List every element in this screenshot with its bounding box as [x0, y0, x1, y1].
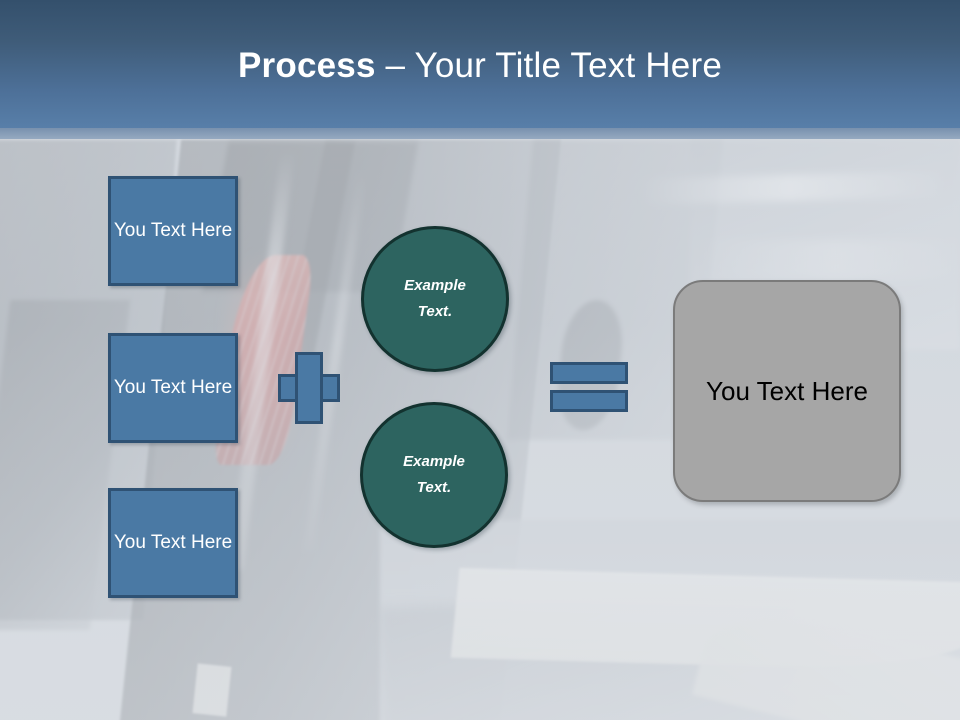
- page-title-rest: – Your Title Text Here: [375, 45, 722, 85]
- result-box[interactable]: You Text Here: [673, 280, 901, 502]
- example-circle-1-line2: Text.: [417, 303, 453, 320]
- equals-icon-top-bar: [550, 362, 628, 384]
- input-box-1-label: You Text Here: [113, 220, 233, 242]
- input-box-1[interactable]: You Text Here: [108, 176, 238, 286]
- example-circle-2[interactable]: Example Text.: [360, 402, 508, 548]
- input-box-2-label: You Text Here: [113, 377, 233, 399]
- example-circle-1[interactable]: Example Text.: [361, 226, 509, 372]
- result-box-label: You Text Here: [706, 375, 868, 406]
- page-title: Process – Your Title Text Here: [238, 46, 722, 86]
- example-circle-1-line1: Example: [404, 276, 466, 294]
- example-circle-2-line2: Text.: [416, 479, 452, 496]
- input-box-2[interactable]: You Text Here: [108, 333, 238, 443]
- input-box-3-label: You Text Here: [113, 532, 233, 554]
- page-title-bold: Process: [238, 45, 376, 85]
- title-bar: Process – Your Title Text Here: [0, 0, 960, 139]
- input-box-3[interactable]: You Text Here: [108, 488, 238, 598]
- equals-icon-bottom-bar: [550, 390, 628, 412]
- plus-icon: [278, 352, 340, 424]
- equals-icon: [550, 362, 628, 412]
- example-circle-2-line1: Example: [403, 452, 465, 470]
- title-bar-underline: [0, 128, 960, 139]
- plus-icon-center-fill: [298, 377, 320, 399]
